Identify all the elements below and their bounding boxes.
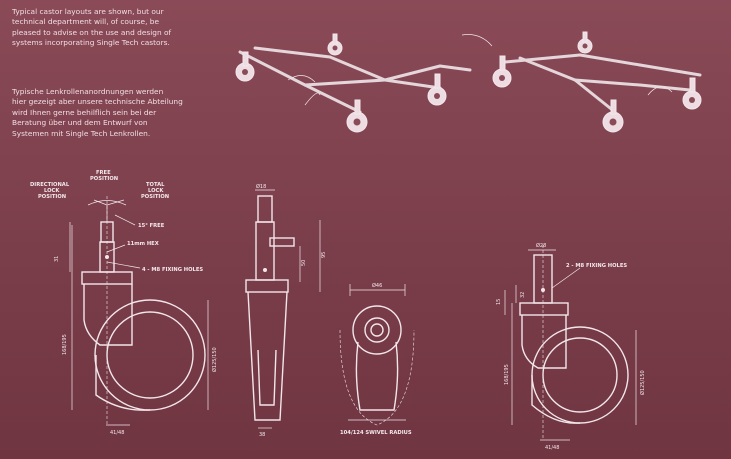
english-description: Typical castor layouts are shown, but ou…: [12, 7, 172, 48]
dim-top-label: 31: [54, 256, 60, 262]
caster-wheel-icon: [327, 33, 343, 56]
castor-top-view-drawing: [339, 284, 415, 426]
dim-bottom-label: 38: [259, 432, 265, 438]
caster-wheel-icon: [346, 99, 368, 133]
dim-a-label: 32: [520, 292, 526, 298]
rotation-arrow-icon: [647, 86, 673, 96]
caster-wheel-icon: [492, 55, 512, 88]
dim-width-label: 41/48: [545, 445, 559, 451]
castor-layout-illustration-2: [492, 31, 702, 133]
german-description: Typische Lenkrollenanordnungen werden hi…: [12, 87, 183, 138]
dim-mid-label: 50: [301, 260, 307, 266]
rotation-arrow-icon: [461, 34, 493, 47]
dim-height-label: 168/195: [62, 334, 68, 355]
caster-wheel-icon: [427, 73, 447, 106]
dim-top-label: Ø18: [256, 183, 266, 190]
caster-wheel-icon: [577, 31, 593, 54]
hex-label: 11mm HEX: [127, 241, 159, 247]
dim-wheel-label: Ø125/150: [639, 370, 646, 395]
dim-top-label: Ø46: [372, 282, 382, 289]
caster-wheel-icon: [602, 99, 624, 133]
swivel-radius-label: 104/124 SWIVEL RADIUS: [340, 430, 412, 436]
fixing-holes-label: 4 - M8 FIXING HOLES: [142, 267, 203, 273]
dim-top-label: Ø28: [536, 242, 546, 249]
castor-side-view-drawing-2: [504, 245, 637, 441]
caster-wheel-icon: [682, 77, 702, 110]
rotation-arrow-icon: [287, 75, 316, 83]
caster-wheel-icon: [235, 51, 255, 82]
free-angle-label: 15° FREE: [138, 223, 165, 229]
dim-b-label: 15: [496, 299, 502, 305]
castor-side-view-drawing: [69, 196, 209, 426]
castor-layout-illustration-1: [235, 33, 493, 133]
dim-wheel-label: Ø125/150: [211, 347, 218, 372]
dim-width-label: 41/48: [110, 430, 124, 436]
castor-front-view-drawing: [245, 189, 321, 429]
fixing-holes-label: 2 - M8 FIXING HOLES: [566, 263, 627, 269]
dim-height-label: 168/195: [504, 364, 510, 385]
dim-side-label: 95: [321, 252, 327, 258]
